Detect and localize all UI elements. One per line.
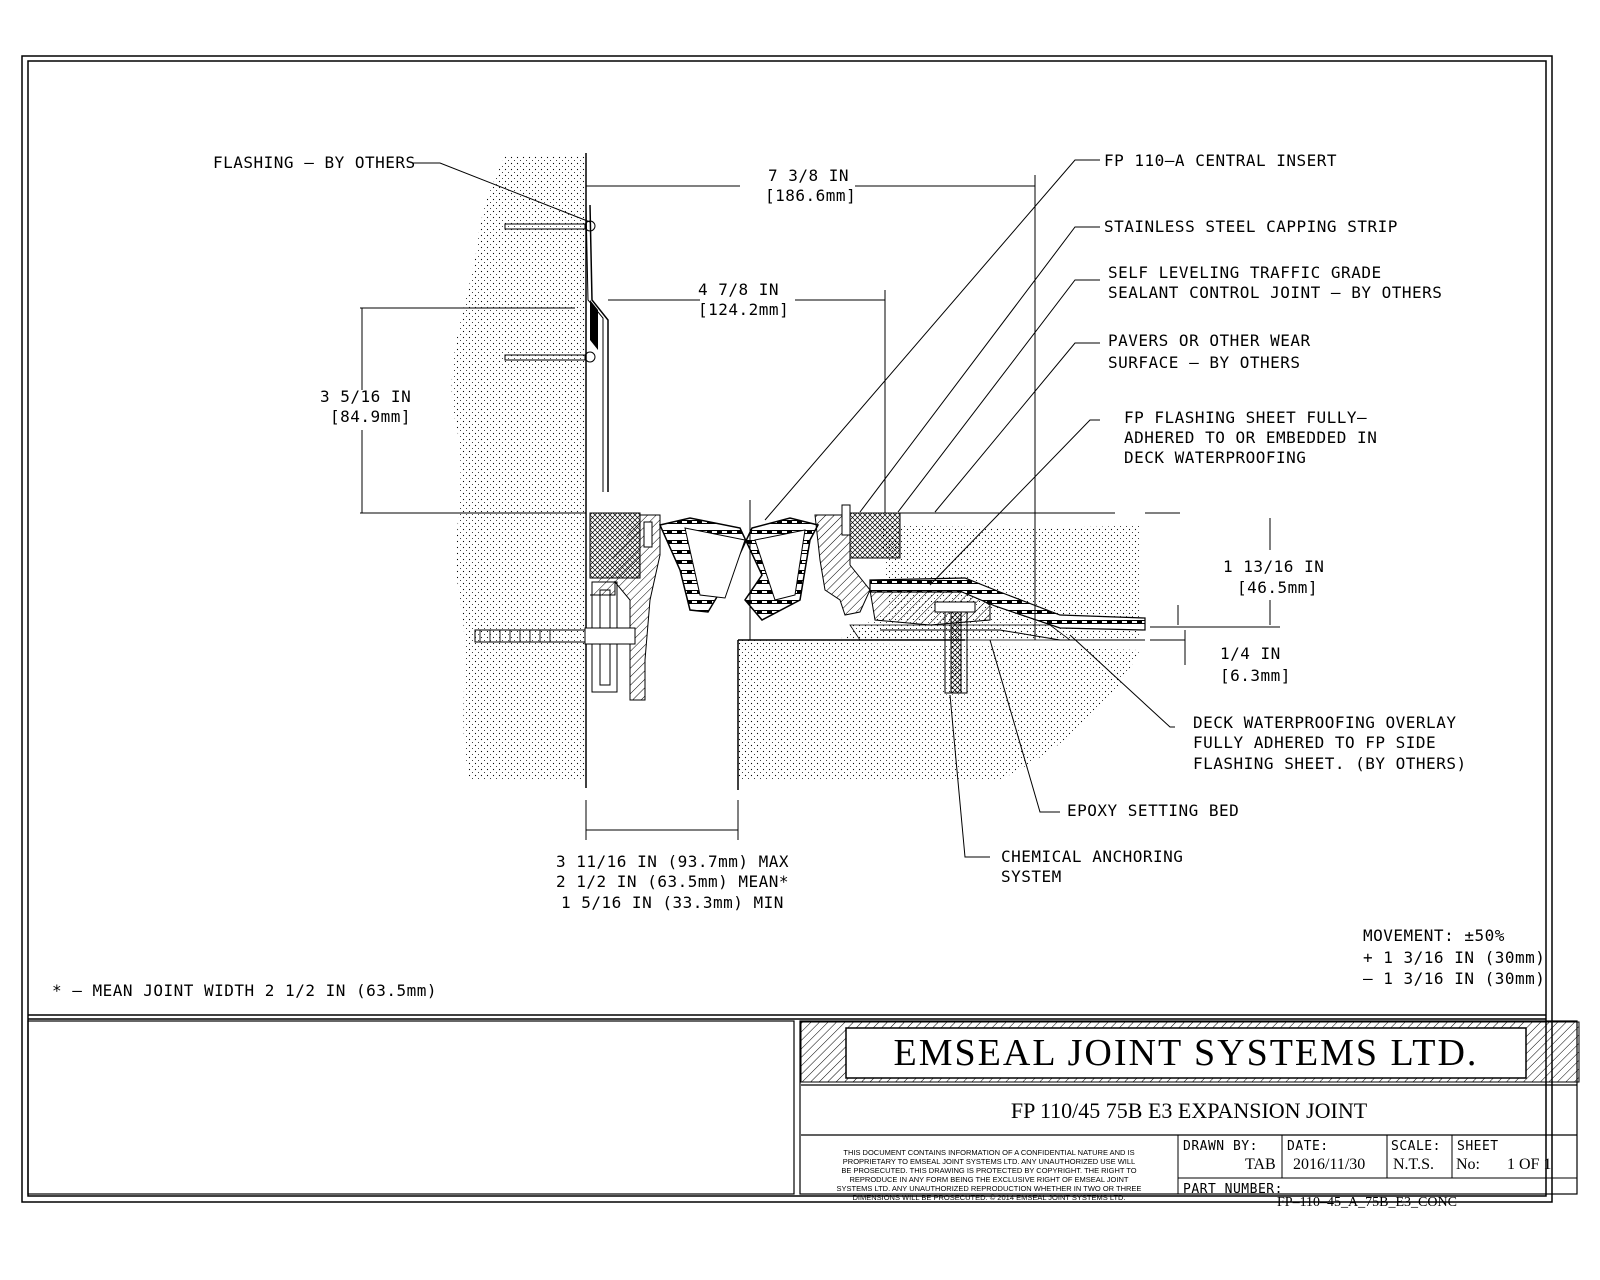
label-epoxy: EPOXY SETTING BED: [1067, 801, 1240, 820]
dim-rail-mm: [124.2mm]: [698, 300, 790, 319]
dim-overall-in: 7 3/8 IN: [768, 166, 850, 185]
label-fp-sheet-2: ADHERED TO OR EMBEDDED IN: [1124, 428, 1378, 447]
rail-bolts: [643, 504, 851, 548]
dim-depth-mm: [46.5mm]: [1237, 578, 1319, 597]
label-fp-sheet-1: FP FLASHING SHEET FULLY–: [1124, 408, 1368, 427]
label-overlay-1: DECK WATERPROOFING OVERLAY: [1193, 713, 1457, 732]
drawn-by-value: TAB: [1245, 1156, 1276, 1173]
leader-lines: [412, 159, 1175, 858]
label-anchor-2: SYSTEM: [1001, 867, 1062, 886]
label-sealant-2: SEALANT CONTROL JOINT – BY OTHERS: [1108, 283, 1443, 302]
dim-bed-in: 1/4 IN: [1220, 644, 1281, 663]
dim-rail-in: 4 7/8 IN: [698, 280, 780, 299]
note-movement-minus: – 1 3/16 IN (30mm): [1363, 969, 1546, 988]
sheet-no-value: 1 OF 1: [1507, 1156, 1552, 1173]
right-rail: [814, 512, 991, 626]
drawing-title: FP 110/45 75B E3 EXPANSION JOINT: [1010, 1098, 1368, 1123]
scale-value: N.T.S.: [1393, 1156, 1435, 1173]
central-insert: [658, 500, 820, 640]
label-pavers-1: PAVERS OR OTHER WEAR: [1108, 331, 1311, 350]
dim-gap-mean: 2 1/2 IN (63.5mm) MEAN*: [556, 872, 790, 891]
part-number-value: FP–110–45_A_75B_E3_CONC: [1277, 1195, 1457, 1210]
concrete-wall-left: [451, 153, 587, 788]
chemical-anchor: [934, 601, 976, 694]
label-sealant-1: SELF LEVELING TRAFFIC GRADE: [1108, 263, 1382, 282]
label-fp-sheet-3: DECK WATERPROOFING: [1124, 448, 1307, 467]
label-capping-strip: STAINLESS STEEL CAPPING STRIP: [1104, 217, 1398, 236]
outer-border: [21, 55, 1553, 1203]
date-label: DATE:: [1287, 1139, 1329, 1154]
dim-flashing-mm: [84.9mm]: [330, 407, 412, 426]
label-central-insert: FP 110–A CENTRAL INSERT: [1104, 151, 1338, 170]
title-block-frame: [27, 1020, 1580, 1195]
label-pavers-2: SURFACE – BY OTHERS: [1108, 353, 1301, 372]
left-anchor: [474, 627, 636, 645]
note-movement-plus: + 1 3/16 IN (30mm): [1363, 948, 1546, 967]
drawn-by-label: DRAWN BY:: [1183, 1139, 1258, 1154]
scale-label: SCALE:: [1391, 1139, 1441, 1154]
dim-gap-min: 1 5/16 IN (33.3mm) MIN: [561, 893, 784, 912]
part-number-label: PART NUMBER:: [1183, 1182, 1283, 1197]
dim-depth-in: 1 13/16 IN: [1223, 557, 1325, 576]
wall-flashing: [504, 204, 609, 492]
dimension-lines: [360, 175, 1280, 840]
note-movement: MOVEMENT: ±50%: [1363, 926, 1505, 945]
label-anchor-1: CHEMICAL ANCHORING: [1001, 847, 1184, 866]
dim-gap-max: 3 11/16 IN (93.7mm) MAX: [556, 852, 790, 871]
sheet-label: SHEET: [1457, 1139, 1499, 1154]
label-flashing: FLASHING – BY OTHERS: [213, 153, 416, 172]
note-mean-joint: * – MEAN JOINT WIDTH 2 1/2 IN (63.5mm): [52, 981, 438, 1000]
label-overlay-2: FULLY ADHERED TO FP SIDE: [1193, 733, 1437, 752]
dim-flashing-in: 3 5/16 IN: [320, 387, 412, 406]
dim-bed-mm: [6.3mm]: [1220, 666, 1291, 685]
confidentiality-notice: THIS DOCUMENT CONTAINS INFORMATION OF A …: [836, 1148, 1142, 1202]
sheet-no-label: No:: [1456, 1156, 1480, 1173]
inner-border: [27, 60, 1547, 1197]
company-name: EMSEAL JOINT SYSTEMS LTD.: [893, 1032, 1479, 1074]
dim-overall-mm: [186.6mm]: [765, 186, 857, 205]
date-value: 2016/11/30: [1293, 1156, 1366, 1173]
label-overlay-3: FLASHING SHEET. (BY OTHERS): [1193, 754, 1467, 773]
